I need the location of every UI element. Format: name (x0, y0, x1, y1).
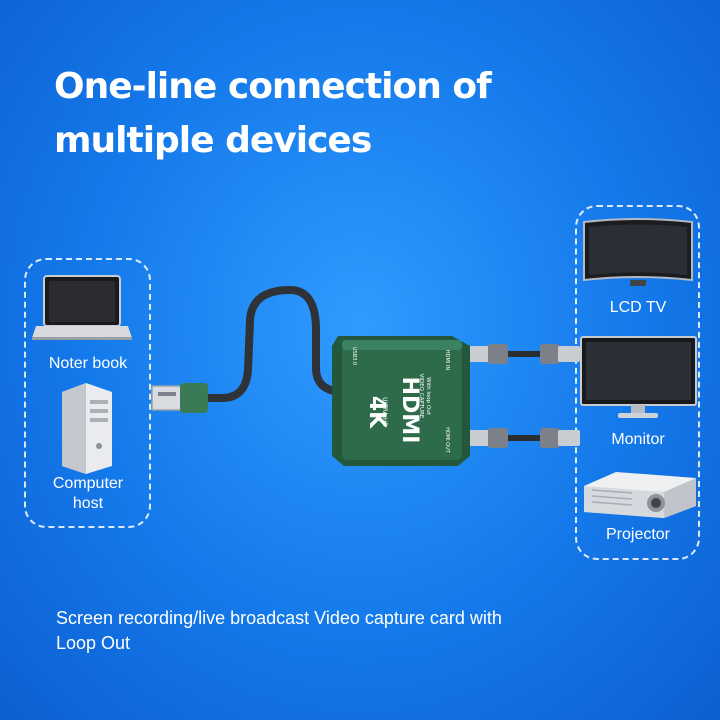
computer-label-line-1: Computer (52, 475, 124, 492)
usb-cable (201, 285, 349, 402)
laptop-icon (32, 275, 132, 340)
projector-label: Projector (605, 526, 671, 543)
notebook-label: Noter book (48, 355, 128, 372)
caption-line-2: Loop Out (56, 633, 131, 653)
headline-line-1: One-line connection of (54, 66, 492, 107)
caption: Screen recording/live broadcast Video ca… (56, 606, 616, 656)
card-loop-out-label: With loop Out (425, 377, 431, 416)
capture-card (332, 336, 470, 466)
usb-plug-icon (151, 383, 208, 413)
projector-icon (584, 472, 696, 518)
headline: One-line connection of multiple devices (54, 60, 674, 168)
source-devices-panel (24, 258, 151, 528)
computer-tower-icon (62, 383, 112, 474)
card-usb-label: USB3.0 (351, 347, 357, 365)
monitor-icon (580, 336, 697, 418)
card-port-in-label: HDMI IN (444, 350, 450, 370)
card-ultra-hd-label: ULTRA HD (381, 397, 388, 427)
card-video-capture-label: VIDEO CAPTURE (418, 374, 424, 419)
caption-line-1: Screen recording/live broadcast Video ca… (56, 608, 502, 628)
card-4k-badge: 4K (364, 396, 389, 429)
lcd-tv-icon (583, 218, 693, 286)
card-hdmi-logo: HDMI (397, 377, 422, 444)
computer-label-line-2: host (72, 495, 104, 512)
monitor-label: Monitor (611, 431, 665, 448)
computer-label: Computer host (36, 474, 140, 514)
lcd-tv-label: LCD TV (609, 299, 667, 316)
display-devices-panel (575, 205, 700, 560)
card-port-out-label: HDMI OUT (444, 427, 450, 454)
hdmi-cable-in (468, 344, 580, 364)
hdmi-cable-out (468, 428, 580, 448)
headline-line-2: multiple devices (54, 120, 372, 161)
